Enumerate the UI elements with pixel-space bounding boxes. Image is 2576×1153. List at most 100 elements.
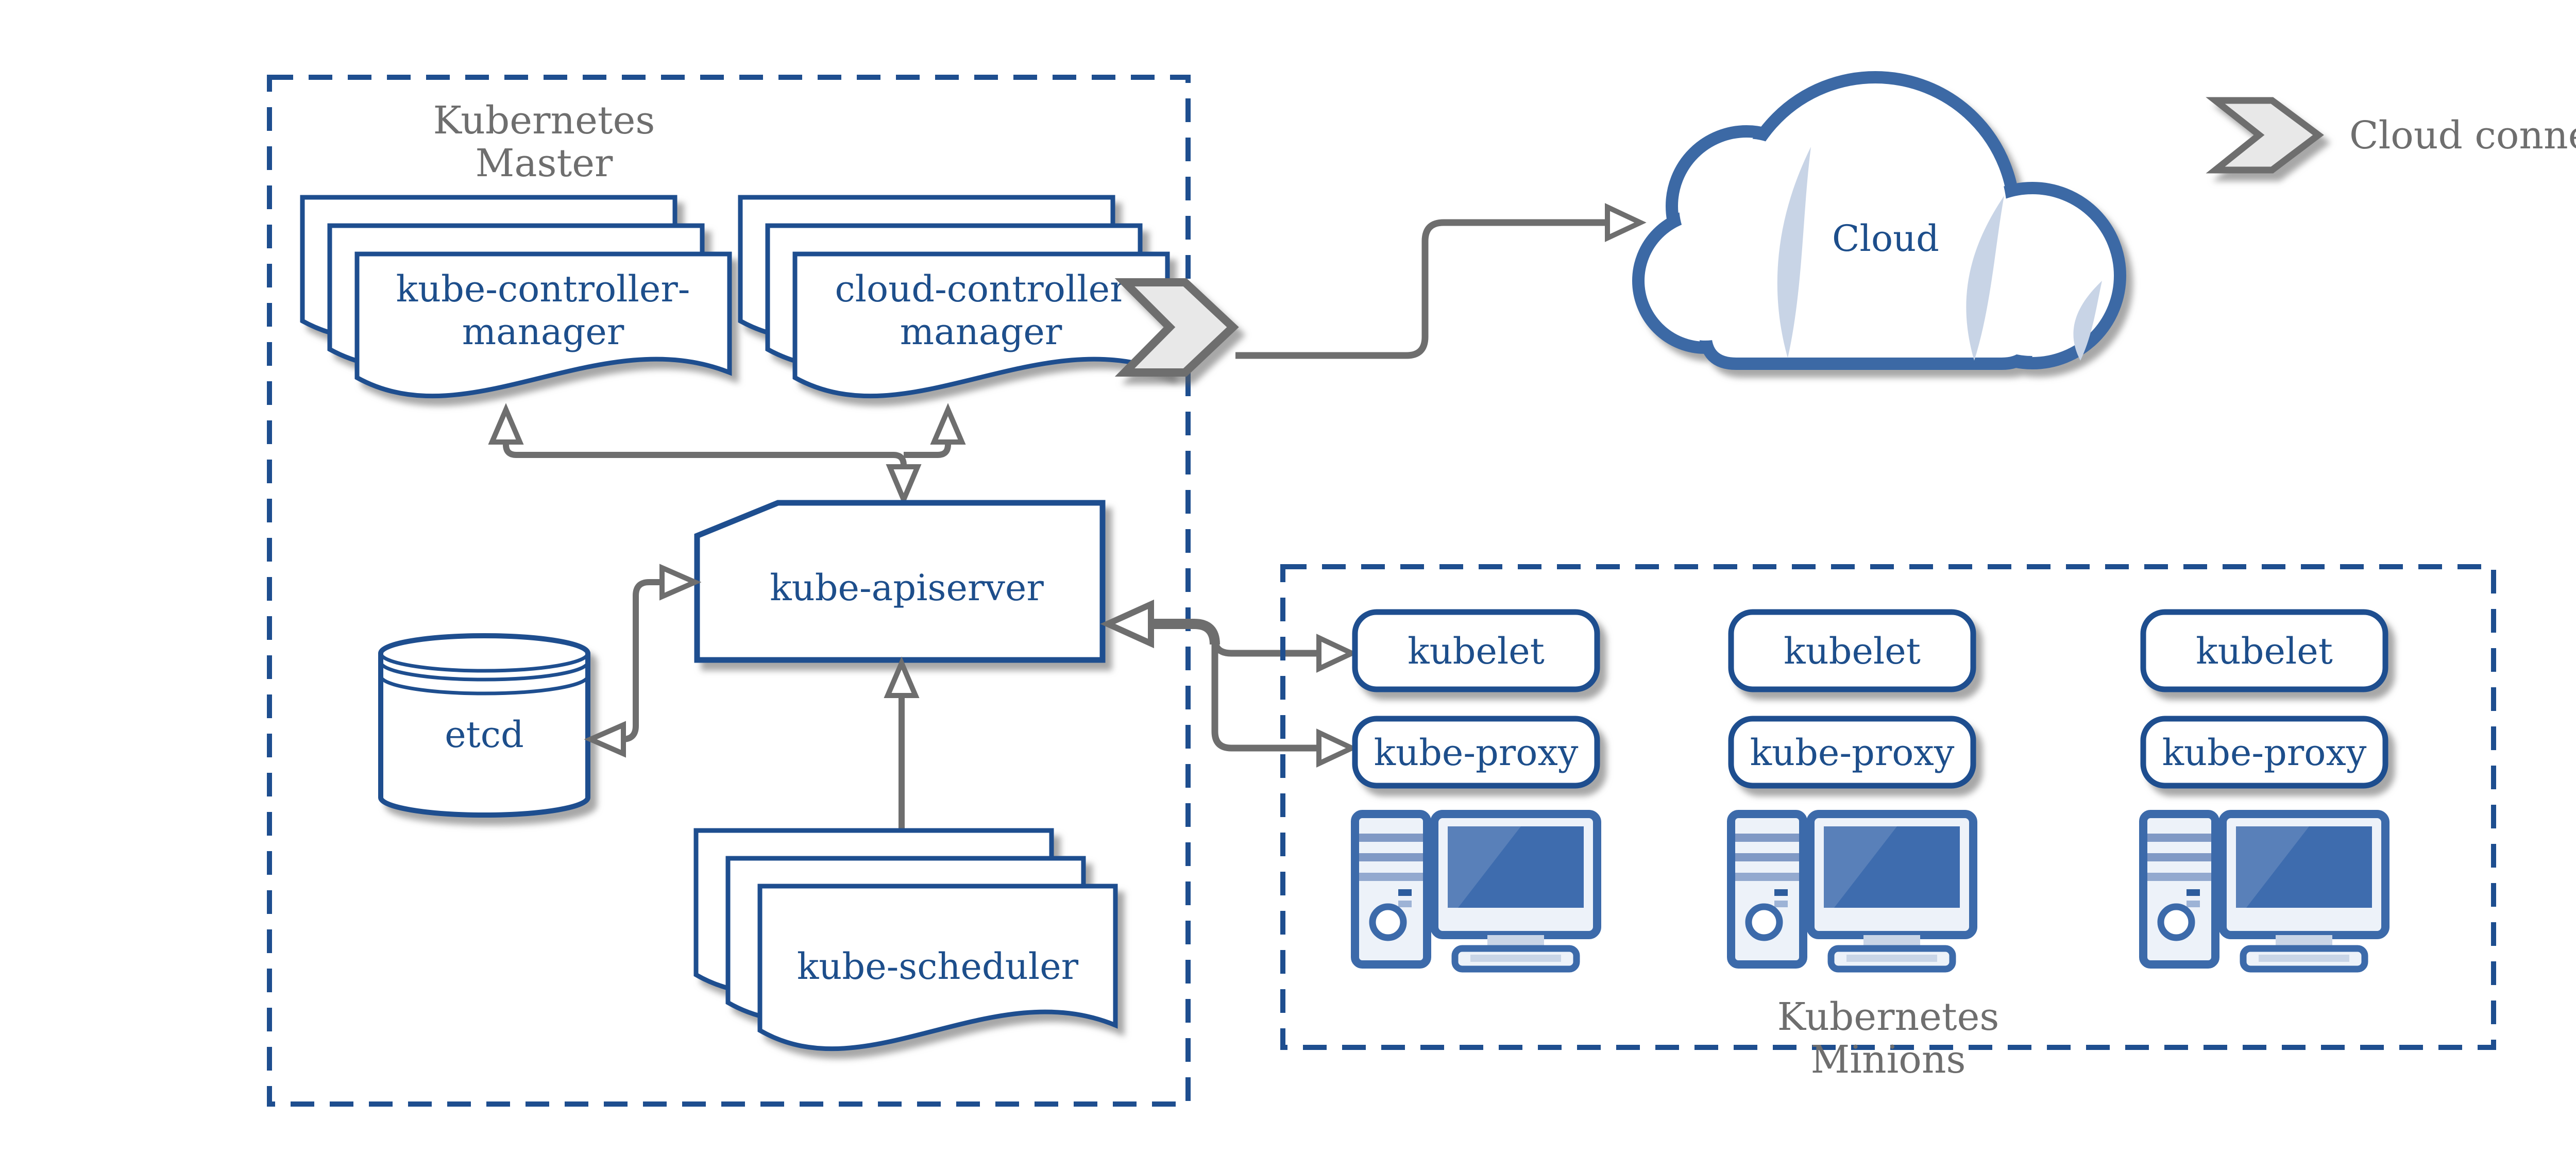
kube-controller-manager-label-line1: kube-controller- xyxy=(396,268,690,310)
arrow-branch-kubelet xyxy=(1211,638,1320,657)
arrowhead-right-icon xyxy=(1605,203,1647,242)
kube-scheduler-label: kube-scheduler xyxy=(797,945,1079,988)
kube-controller-manager-label-line2: manager xyxy=(462,311,624,353)
pc-stripe xyxy=(1735,834,1799,842)
minions-boundary-box xyxy=(1280,564,2496,1050)
node-etcd: etcd xyxy=(378,633,590,818)
minion-node-2: kubelet kube-proxy xyxy=(1727,609,1977,973)
arrowhead-up-icon xyxy=(930,403,966,445)
apiserver-card xyxy=(694,500,1106,663)
kubelet-label: kubelet xyxy=(1784,630,1921,672)
kube-proxy-label: kube-proxy xyxy=(1750,732,1955,774)
pc-stripe xyxy=(1735,853,1799,861)
pc-led xyxy=(1774,901,1788,907)
kubelet-box xyxy=(1352,609,1600,692)
kube-proxy-label: kube-proxy xyxy=(2162,732,2367,774)
etcd-cylinder-ring xyxy=(379,662,590,682)
arrowhead-right-icon xyxy=(1316,728,1358,768)
master-title-line1: Kubernetes xyxy=(433,98,655,143)
pc-screen-sheen xyxy=(2236,826,2309,908)
arrow-line xyxy=(503,441,907,466)
doc-front xyxy=(757,884,1118,1052)
kubelet-box xyxy=(1728,609,1976,692)
arrow-apiserver-etcd xyxy=(584,564,702,758)
arrow-apiserver-minions xyxy=(1100,599,1358,768)
pc-led xyxy=(2187,901,2200,907)
arrowhead-up-icon xyxy=(488,403,524,445)
pc-led xyxy=(1398,901,1412,907)
kube-proxy-box xyxy=(1728,716,1976,789)
kubelet-label: kubelet xyxy=(1408,630,1545,672)
minions-title-line2: Minions xyxy=(1811,1038,1966,1082)
pc-power-button xyxy=(2157,903,2195,941)
cloud-controller-manager-label-line2: manager xyxy=(900,311,1062,353)
arrowhead-left-icon xyxy=(584,721,626,758)
doc-front xyxy=(354,251,732,398)
pc-stripe xyxy=(2147,873,2211,881)
pc-monitor-base-slot xyxy=(2259,955,2349,962)
minion-node-3: kubelet kube-proxy xyxy=(2139,609,2389,973)
arrow-trunk xyxy=(1151,619,1220,645)
arrow-line xyxy=(622,579,665,742)
arrowhead-up-icon xyxy=(884,656,920,698)
kube-proxy-box xyxy=(1352,716,1600,789)
kube-proxy-label: kube-proxy xyxy=(1374,732,1579,774)
pc-led xyxy=(1398,889,1412,896)
pc-stripe xyxy=(2147,834,2211,842)
computer-icon xyxy=(2139,810,2389,973)
pc-stripe xyxy=(1735,873,1799,881)
arrow-line xyxy=(904,441,951,458)
cloud-sliver-accent xyxy=(1777,147,1811,358)
pc-led xyxy=(2187,889,2200,896)
legend-cloud-connector: Cloud connector xyxy=(2206,97,2576,174)
pc-power-button xyxy=(1745,903,1783,941)
cloud-sliver-accent xyxy=(2073,281,2102,361)
pc-stripe xyxy=(1359,834,1423,842)
arrowhead-right-icon xyxy=(659,564,702,601)
arrow-controllers-apiserver xyxy=(488,403,966,506)
cloud-connector-chevron-icon xyxy=(1114,278,1239,377)
pc-led xyxy=(1774,889,1788,896)
kubelet-label: kubelet xyxy=(2196,630,2333,672)
cloud-controller-manager-label-line1: cloud-controller xyxy=(835,268,1127,310)
pc-screen xyxy=(1448,826,1584,908)
arrowhead-down-icon xyxy=(886,464,922,506)
pc-monitor-base-slot xyxy=(1470,955,1561,962)
pc-stripe xyxy=(1359,853,1423,861)
computer-icon xyxy=(1351,810,1601,973)
arrowhead-right-icon xyxy=(1316,634,1358,673)
master-title-line2: Master xyxy=(476,141,613,185)
master-boundary-box xyxy=(267,75,1191,1107)
pc-screen-sheen xyxy=(1824,826,1897,908)
minion-node-1: kubelet kube-proxy xyxy=(1351,609,1601,973)
pc-screen-sheen xyxy=(1448,826,1521,908)
pc-screen xyxy=(1824,826,1960,908)
pc-stripe xyxy=(1359,873,1423,881)
cloud-label: Cloud xyxy=(1832,217,1939,260)
node-kube-controller-manager: kube-controller- manager xyxy=(300,195,732,398)
computer-icon xyxy=(1727,810,1977,973)
pc-power-button xyxy=(1369,903,1407,941)
cloud-sliver-accent xyxy=(1966,196,2004,361)
kube-proxy-box xyxy=(2140,716,2388,789)
kube-apiserver-label: kube-apiserver xyxy=(770,567,1044,609)
legend-label: Cloud connector xyxy=(2349,113,2576,158)
pc-screen xyxy=(2236,826,2372,908)
node-kube-scheduler: kube-scheduler xyxy=(693,828,1118,1052)
arrow-line xyxy=(1235,219,1612,359)
etcd-cylinder-top xyxy=(379,634,590,673)
kubelet-box xyxy=(2140,609,2388,692)
cloud-shape: Cloud xyxy=(1632,71,2126,370)
legend-chevron-icon xyxy=(2206,97,2324,174)
pc-monitor-base-slot xyxy=(1846,955,1937,962)
etcd-cylinder-ring xyxy=(379,675,590,696)
arrow-chevron-to-cloud xyxy=(1235,203,1647,359)
node-kube-apiserver: kube-apiserver xyxy=(694,500,1106,663)
etcd-label: etcd xyxy=(445,714,524,756)
arrow-branch-kube-proxy xyxy=(1211,639,1320,752)
minions-title-line1: Kubernetes xyxy=(1777,995,1999,1039)
pc-stripe xyxy=(2147,853,2211,861)
arrowhead-left-icon xyxy=(1100,599,1154,649)
